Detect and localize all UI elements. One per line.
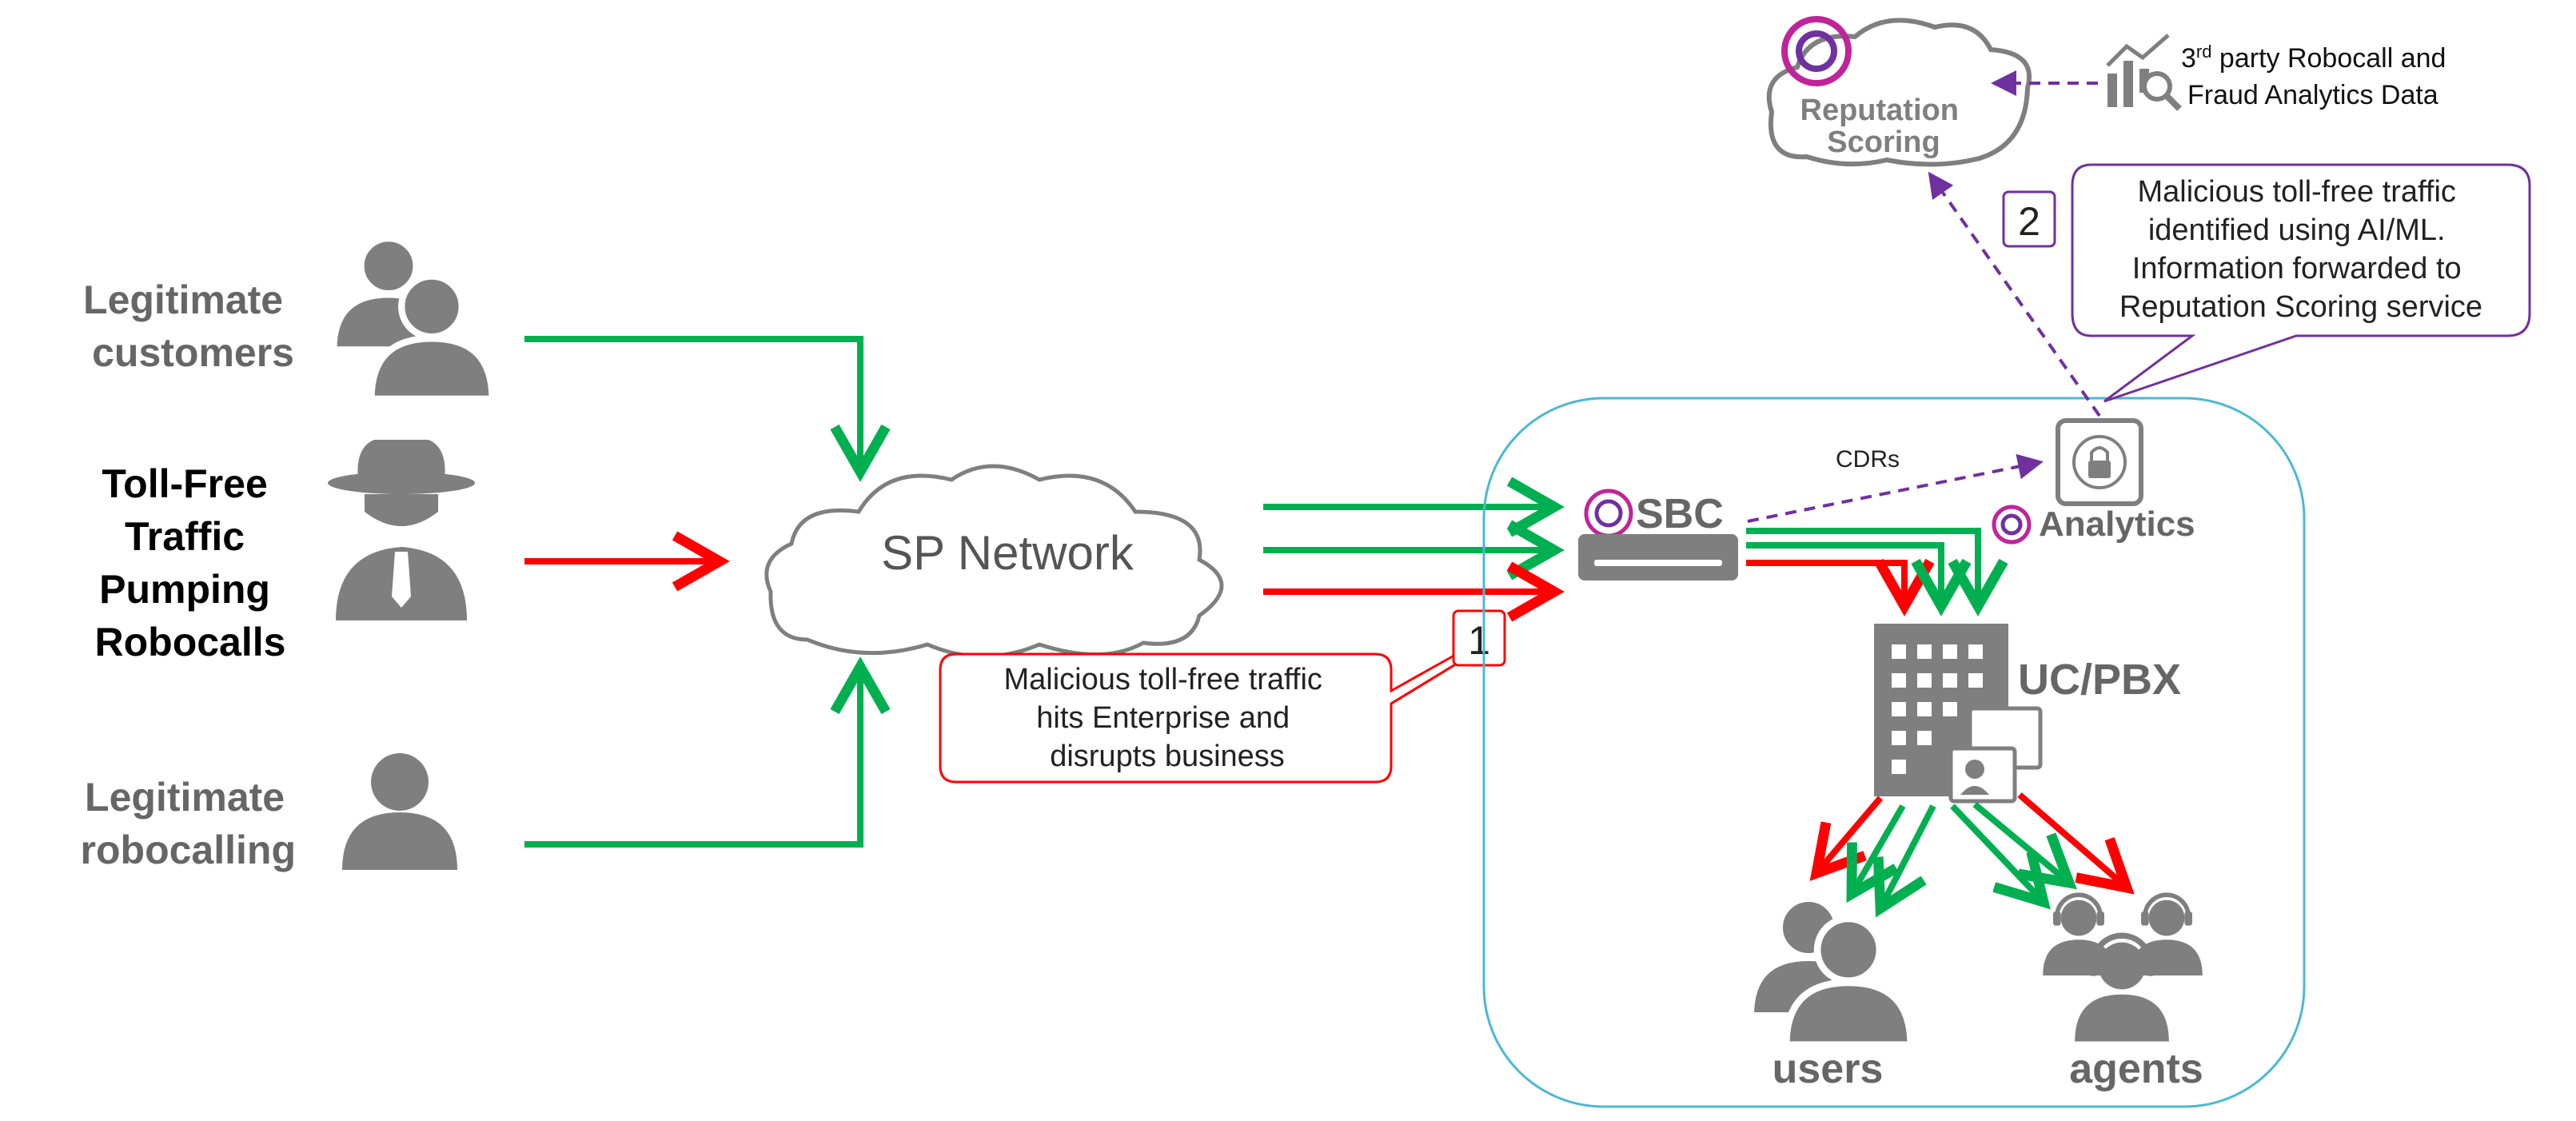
label-line: Fraud Analytics Data [2187,80,2438,110]
customers-icon [334,238,492,399]
toll-free-pumping-group: Toll-Free Traffic Pumping Robocalls [95,440,475,664]
legitimate-customers-group: Legitimate customers [83,238,492,399]
green-arrow [1746,528,2008,616]
red-arrow [2017,792,2135,895]
step-1-number: 1 [1468,618,1490,663]
brand-logo-icon [1781,16,1852,86]
fraudster-spy-icon [328,440,475,620]
sbc-to-pbx-arrows [1746,528,2008,616]
step-1-badge [1452,609,1506,667]
label-line: robocalling [81,828,296,872]
reputation-scoring-cloud: Reputation Scoring [1766,16,2032,167]
sp-network-label: SP Network [881,526,1134,580]
green-arrow [1846,804,1906,904]
sp-network-cloud: SP Network [764,464,1224,659]
person-icon [342,753,457,870]
red-arrow [1746,558,1935,616]
users-label: users [1772,1046,1884,1092]
users-icon [1751,899,1911,1045]
third-party-data-source: 3rd party Robocall and Fraud Analytics D… [2106,34,2454,111]
cdrs-label: CDRs [1836,446,1900,473]
callout-2-text: Malicious toll-free traffic identified u… [2119,175,2482,324]
label-line: Scoring [1827,126,1940,159]
label-line: Traffic [125,514,245,559]
callout-1: Malicious toll-free traffic hits Enterpr… [939,609,1506,784]
customers-arrow [524,336,891,482]
legitimate-customers-label: Legitimate customers [83,277,294,375]
legitimate-robocalling-group: Legitimate robocalling [81,753,457,872]
label-line: customers [92,330,294,375]
label-line: Reputation [1800,94,1959,127]
callout-line: disrupts business [1050,740,1285,773]
lock-icon [2088,461,2111,478]
users-group: users [1751,899,1911,1092]
sbc-chassis [1578,534,1738,580]
agents-group: agents [2043,895,2203,1092]
source-arrows [524,336,891,848]
step-2-badge [2002,190,2056,248]
callout-line: Information forwarded to [2132,252,2462,285]
callout-line: identified using AI/ML. [2148,213,2446,247]
callout-line: Malicious toll-free traffic [2138,175,2456,209]
label-line: 3 [2181,43,2196,74]
green-arrow [1872,804,1936,918]
green-arrow [1746,542,1972,616]
analytics-to-reputation-arrow [1928,171,2101,417]
red-arrow [1809,796,1884,881]
agents-headset-icon [2043,895,2203,1041]
callout-2: Malicious toll-free traffic identified u… [2071,163,2531,403]
callout-line: Malicious toll-free traffic [1004,663,1322,696]
label-line: Toll-Free [102,461,267,506]
step-2-number: 2 [2018,199,2040,244]
video-call-icon [1948,746,2017,804]
sbc-device: SBC [1578,489,1738,580]
label-line: Pumping [99,567,270,612]
label-line: Legitimate [85,775,285,820]
uc-pbx-building: UC/PBX [1874,624,2181,804]
third-party-label: 3rd party Robocall and Fraud Analytics D… [2181,42,2454,110]
analytics-label: Analytics [2039,505,2195,544]
legitimate-robocalling-label: Legitimate robocalling [81,775,296,872]
reputation-scoring-label: Reputation Scoring [1800,94,1968,159]
callout-line: hits Enterprise and [1036,701,1290,735]
sbc-label: SBC [1636,491,1724,537]
agents-label: agents [2069,1046,2203,1092]
chart-magnifier-icon [2106,34,2182,111]
label-line: Legitimate [83,277,283,322]
robocalling-arrow [524,656,891,848]
uc-pbx-label: UC/PBX [2018,656,2181,704]
network-to-sbc-arrows [1263,477,1565,622]
pbx-to-endpoint-arrows [1809,792,2135,918]
sbc-slot [1594,560,1722,566]
toll-free-pumping-label: Toll-Free Traffic Pumping Robocalls [95,461,286,664]
brand-logo-icon [1992,505,2032,545]
ordinal-suffix: rd [2196,42,2212,62]
callout-line: Reputation Scoring service [2119,290,2482,324]
enterprise-boundary [1482,397,2306,1108]
label-line: party Robocall and [2211,43,2446,74]
label-line: Robocalls [95,620,286,664]
green-arrow [1972,801,2077,890]
brand-logo-icon [1584,489,1633,538]
analytics-module: Analytics [1992,418,2195,545]
callout-1-text: Malicious toll-free traffic hits Enterpr… [1004,663,1331,773]
